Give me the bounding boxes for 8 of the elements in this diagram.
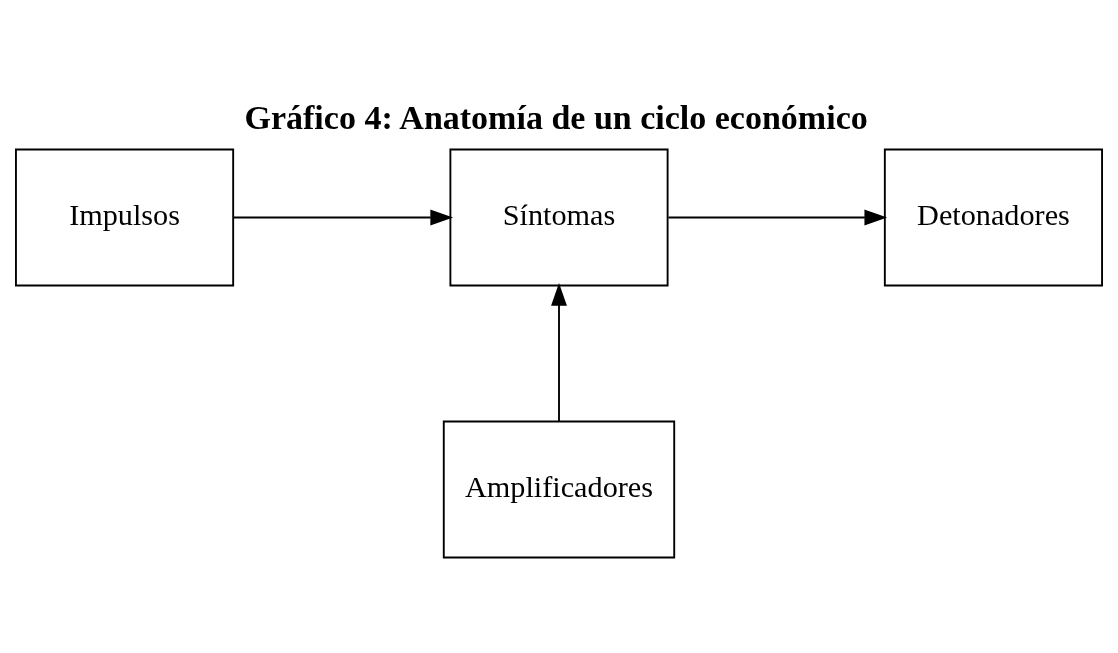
arrow	[551, 282, 567, 422]
node-box: Síntomas	[449, 148, 669, 286]
arrow	[232, 209, 454, 225]
arrow	[667, 209, 888, 225]
node-box: Amplificadores	[442, 420, 676, 558]
diagram-title: Gráfico 4: Anatomía de un ciclo económico	[244, 98, 868, 136]
node-box: Detonadores	[883, 148, 1103, 286]
node-box: Impulsos	[15, 148, 235, 286]
